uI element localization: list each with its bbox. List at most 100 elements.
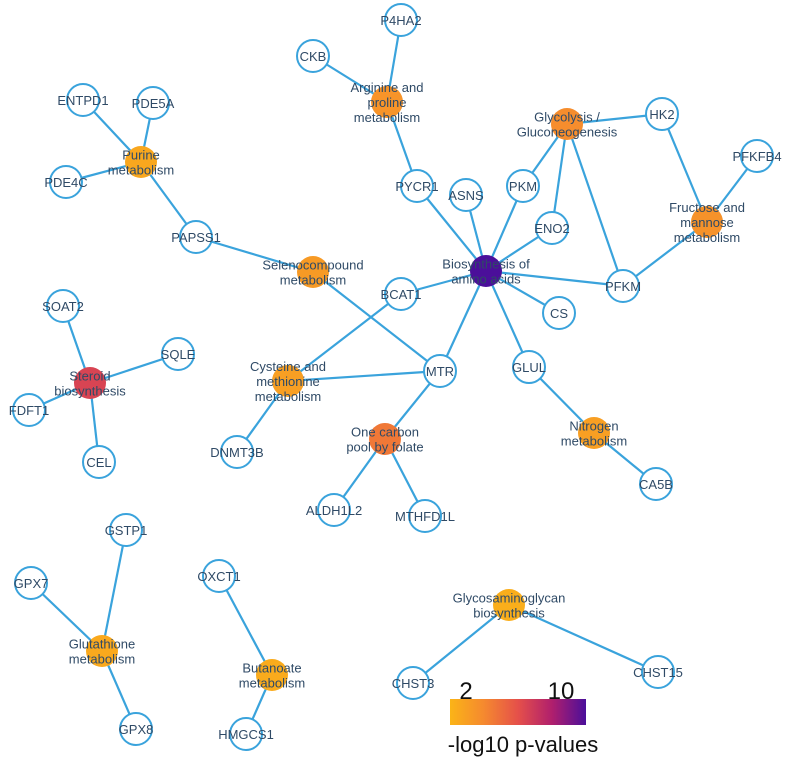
edge-glul-bio [484,270,531,368]
color-legend: 2 10 -log10 p-values [448,678,598,757]
pathway-node-glycosam[interactable] [493,589,525,621]
pathway-label-line: Steroid [69,369,110,384]
gene-node-bcat1[interactable] [384,277,418,311]
gene-node-asns[interactable] [449,178,483,212]
gene-label-ca5b: CA5B [639,477,673,492]
pathway-label-line: biosynthesis [473,606,545,621]
pathway-node-onecarbon[interactable] [369,423,401,455]
gene-node-chst15[interactable] [641,655,675,689]
gene-node-ca5b[interactable] [639,467,673,501]
pathway-label-line: Glycosaminoglycan [453,591,566,606]
gene-label-pde5a: PDE5A [132,96,175,111]
gene-node-gpx8[interactable] [119,712,153,746]
pathway-node-butan[interactable] [256,659,288,691]
gene-node-ckb[interactable] [296,39,330,73]
gene-label-entpd1: ENTPD1 [57,93,108,108]
pathway-node-cysteine[interactable] [272,365,304,397]
gene-node-pfkm[interactable] [606,269,640,303]
gene-label-hk2: HK2 [649,107,674,122]
gene-label-glul: GLUL [512,360,546,375]
edge-pfkm-glyco [565,123,625,287]
gene-label-eno2: ENO2 [534,221,569,236]
pathway-label-line: metabolism [108,163,174,178]
gene-label-asns: ASNS [448,188,484,203]
pathway-node-nitro[interactable] [578,417,610,449]
pathway-node-fruc[interactable] [691,206,723,238]
legend-min-label: 2 [459,678,472,705]
pathway-label-line: Purine [122,148,160,163]
gene-label-gpx7: GPX7 [14,576,49,591]
gene-label-ckb: CKB [300,49,327,64]
pathway-label-line: metabolism [674,230,740,245]
pathway-node-seleno[interactable] [297,256,329,288]
gene-label-chst15: CHST15 [633,665,683,680]
pathway-label-line: metabolism [561,434,627,449]
edge-bcat1-cysteine [287,293,402,382]
edges-layer [28,19,758,735]
gene-node-pde4c[interactable] [49,165,83,199]
gene-node-cs[interactable] [542,296,576,330]
gene-label-soat2: SOAT2 [42,299,84,314]
legend-title: -log10 p-values [448,732,598,757]
gene-label-cel: CEL [86,455,111,470]
edge-oxct1-butan [218,575,273,676]
gene-node-chst3[interactable] [396,666,430,700]
gene-node-gstp1[interactable] [109,513,143,547]
gene-label-gstp1: GSTP1 [105,523,148,538]
gene-node-papss1[interactable] [179,220,213,254]
gene-label-dnmt3b: DNMT3B [210,445,263,460]
gene-node-hmgcs1[interactable] [229,717,263,751]
pathway-label-line: Gluconeogenesis [517,125,618,140]
edge-hk2-fruc [660,113,709,223]
gene-label-pfkfb4: PFKFB4 [732,149,781,164]
gene-node-mtr[interactable] [423,354,457,388]
pathway-node-steroid[interactable] [74,367,106,399]
pathway-label-line: Arginine and [351,80,424,95]
gene-label-mtr: MTR [426,364,454,379]
gene-node-pycr1[interactable] [400,169,434,203]
pathway-node-bio[interactable] [470,255,502,287]
gene-node-p4ha2[interactable] [384,3,418,37]
gene-node-pfkfb4[interactable] [740,139,774,173]
edge-pycr1-bio [416,185,487,272]
gene-node-pkm[interactable] [506,169,540,203]
gene-label-mthfd1l: MTHFD1L [395,509,455,524]
pathway-label-line: pool by folate [346,440,423,455]
gene-node-hk2[interactable] [645,97,679,131]
gene-node-glul[interactable] [512,350,546,384]
gene-node-sqle[interactable] [161,337,195,371]
pathway-label-line: Selenocompound [262,258,363,273]
gene-node-dnmt3b[interactable] [220,435,254,469]
pathway-label-line: methionine [256,374,320,389]
gene-node-soat2[interactable] [46,289,80,323]
gene-node-aldh1l2[interactable] [317,493,351,527]
gene-node-oxct1[interactable] [202,559,236,593]
pathway-label-line: Biosynthesis of [442,257,530,272]
gene-node-pde5a[interactable] [136,86,170,120]
gene-node-entpd1[interactable] [66,83,100,117]
edge-papss1-seleno [195,235,314,274]
pathway-node-glyco[interactable] [551,108,583,140]
edge-mtr-bio [439,270,487,372]
pathway-node-gluta[interactable] [86,635,118,667]
gene-label-chst3: CHST3 [392,676,435,691]
edge-pfkm-bio [485,269,624,288]
gene-node-cel[interactable] [82,445,116,479]
gene-node-eno2[interactable] [535,211,569,245]
pathway-node-arg[interactable] [371,86,403,118]
edge-glycosam-chst15 [508,603,659,674]
gene-node-mthfd1l[interactable] [408,499,442,533]
gene-label-sqle: SQLE [161,347,196,362]
gene-node-fdft1[interactable] [12,393,46,427]
pathway-node-purine[interactable] [125,146,157,178]
gene-node-gpx7[interactable] [14,566,48,600]
edge-pfkm-fruc [622,221,708,287]
